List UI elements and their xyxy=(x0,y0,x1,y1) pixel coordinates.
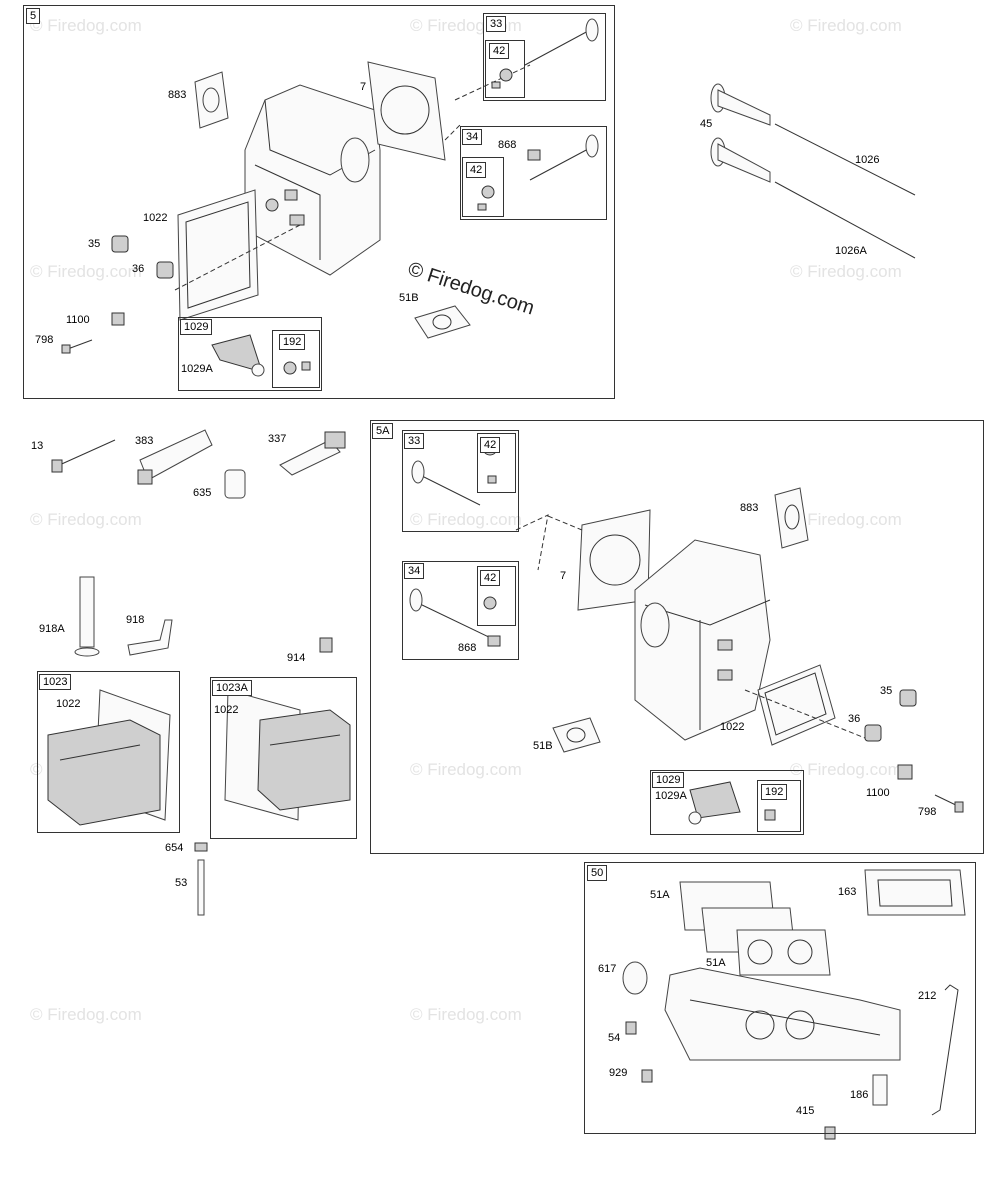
part-label: 635 xyxy=(193,487,212,499)
group-tag-1029: 1029 xyxy=(180,319,213,335)
part-label: 868 xyxy=(458,642,477,654)
group-tag-192: 192 xyxy=(761,784,788,800)
box-42-frame xyxy=(462,157,504,217)
part-label: 1022 xyxy=(720,721,745,733)
part-label: 45 xyxy=(700,118,713,130)
part-label: 163 xyxy=(838,886,857,898)
watermark: © Firedog.com xyxy=(30,16,142,35)
group-50-frame xyxy=(584,862,976,1134)
group-tag-192: 192 xyxy=(279,334,306,350)
group-tag-42: 42 xyxy=(480,570,501,586)
part-label: 35 xyxy=(88,238,101,250)
watermark: © Firedog.com xyxy=(790,760,902,779)
part-label: 51A xyxy=(706,957,726,969)
group-tag-33: 33 xyxy=(486,16,507,32)
part-label: 13 xyxy=(31,440,44,452)
part-label: 54 xyxy=(608,1032,621,1044)
part-label: 36 xyxy=(848,713,861,725)
part-label: 1100 xyxy=(66,314,90,326)
group-tag-1029: 1029 xyxy=(652,772,685,788)
watermark: © Firedog.com xyxy=(790,262,902,281)
group-tag-1023a: 1023A xyxy=(212,680,252,696)
group-tag-5a: 5A xyxy=(372,423,394,439)
box-33-frame xyxy=(402,430,519,532)
part-label: 918 xyxy=(126,614,145,626)
group-tag-33: 33 xyxy=(404,433,425,449)
part-label: 914 xyxy=(287,652,306,664)
part-label: 883 xyxy=(168,89,187,101)
box-1029-frame xyxy=(178,317,322,391)
box-1029-frame xyxy=(650,770,804,835)
box-42-frame xyxy=(477,433,516,493)
part-label: 36 xyxy=(132,263,145,275)
part-label: 7 xyxy=(560,570,567,582)
group-5-frame xyxy=(23,5,615,399)
part-label: 51B xyxy=(533,740,553,752)
watermark: © Firedog.com xyxy=(30,262,142,281)
part-label: 1022 xyxy=(143,212,168,224)
box-42-frame xyxy=(477,566,516,626)
part-label: 415 xyxy=(796,1105,815,1117)
part-label: 1026A xyxy=(835,245,867,257)
group-1023-frame xyxy=(37,671,180,833)
part-label: 53 xyxy=(175,877,188,889)
watermark: © Firedog.com xyxy=(790,16,902,35)
group-tag-42: 42 xyxy=(489,43,510,59)
box-192-frame xyxy=(757,780,801,832)
box-33-frame xyxy=(483,13,606,101)
box-34-frame xyxy=(402,561,519,660)
group-tag-50: 50 xyxy=(587,865,608,881)
group-tag-5: 5 xyxy=(26,8,41,24)
group-tag-34: 34 xyxy=(404,563,425,579)
part-label: 186 xyxy=(850,1089,869,1101)
group-tag-42: 42 xyxy=(480,437,501,453)
group-tag-1023: 1023 xyxy=(39,674,72,690)
part-label: 1100 xyxy=(866,787,890,799)
part-label: 1029A xyxy=(655,790,687,802)
part-label: 798 xyxy=(918,806,937,818)
part-label: 654 xyxy=(165,842,184,854)
box-34-frame xyxy=(460,126,607,220)
part-label: 617 xyxy=(598,963,617,975)
watermark: © Firedog.com xyxy=(30,1005,142,1024)
watermark: © Firedog.com xyxy=(30,510,142,529)
part-label: 212 xyxy=(918,990,937,1002)
part-label: 929 xyxy=(609,1067,628,1079)
watermark: © Firedog.com xyxy=(790,510,902,529)
box-192-frame xyxy=(272,330,320,388)
group-tag-34: 34 xyxy=(462,129,483,145)
part-label: 1026 xyxy=(855,154,880,166)
part-label: 918A xyxy=(39,623,65,635)
part-label: 798 xyxy=(35,334,54,346)
part-label: 1022 xyxy=(214,704,239,716)
box-42-frame xyxy=(485,40,525,98)
part-label: 51A xyxy=(650,889,670,901)
watermark: © Firedog.com xyxy=(410,510,522,529)
part-label: 1022 xyxy=(56,698,81,710)
cylinder-head-shape xyxy=(244,84,381,276)
part-label: 51B xyxy=(399,292,419,304)
gasket-1022-shape xyxy=(177,189,259,321)
group-tag-42: 42 xyxy=(466,162,487,178)
part-label: 883 xyxy=(740,502,759,514)
part-label: 35 xyxy=(880,685,893,697)
group-5a-frame xyxy=(370,420,984,854)
part-label: 383 xyxy=(135,435,154,447)
head-gasket-7-shape xyxy=(367,61,446,161)
part-label: 1029A xyxy=(181,363,213,375)
watermark: © Firedog.com xyxy=(410,1005,522,1024)
watermark: © Firedog.com xyxy=(410,760,522,779)
part-label: 868 xyxy=(498,139,517,151)
group-1023a-frame xyxy=(210,677,357,839)
part-label: 337 xyxy=(268,433,287,445)
part-label: 7 xyxy=(360,81,367,93)
